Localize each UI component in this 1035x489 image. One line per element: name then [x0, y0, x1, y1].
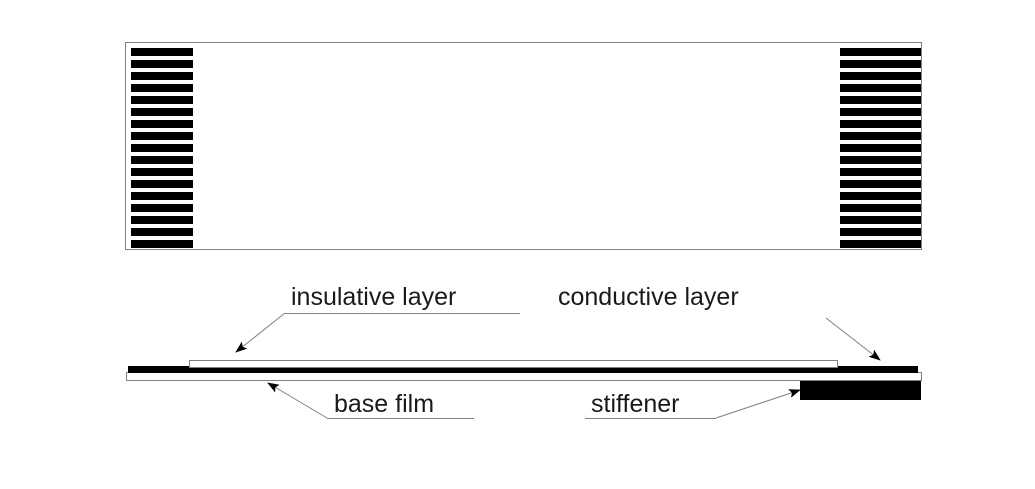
contact-finger: [131, 144, 193, 152]
contact-finger: [840, 96, 921, 104]
label-base-film: base film: [334, 390, 434, 418]
contact-finger: [131, 84, 193, 92]
stiffener-block: [800, 381, 921, 400]
contact-finger: [840, 108, 921, 116]
contact-finger: [840, 60, 921, 68]
contact-finger: [840, 120, 921, 128]
leader-line-base-film: [267, 382, 328, 419]
contact-finger: [131, 120, 193, 128]
label-leader-lines: [235, 312, 881, 419]
label-conductive-layer: conductive layer: [558, 283, 739, 311]
contact-finger: [131, 156, 193, 164]
contact-finger: [131, 228, 193, 236]
contact-finger: [131, 204, 193, 212]
contact-finger: [840, 228, 921, 236]
contact-finger: [131, 60, 193, 68]
contact-finger: [840, 192, 921, 200]
contact-finger: [131, 132, 193, 140]
contact-finger: [131, 96, 193, 104]
contact-finger: [840, 132, 921, 140]
leader-line-stiffener: [715, 389, 801, 419]
plan-view-outline: [125, 42, 922, 250]
leader-line-insulative-layer: [235, 312, 286, 353]
contact-finger: [131, 240, 193, 248]
contact-finger: [840, 240, 921, 248]
left-contact-fingers: [131, 48, 193, 248]
contact-finger: [131, 192, 193, 200]
contact-finger: [131, 108, 193, 116]
label-insulative-layer: insulative layer: [291, 283, 456, 311]
contact-finger: [131, 216, 193, 224]
plan-view: [125, 42, 922, 250]
contact-finger: [840, 180, 921, 188]
label-stiffener: stiffener: [591, 390, 679, 418]
leader-line-conductive-layer: [825, 317, 881, 361]
cross-section-view: [126, 360, 922, 400]
contact-finger: [131, 48, 193, 56]
base-film-layer: [126, 372, 922, 381]
contact-finger: [840, 168, 921, 176]
contact-finger: [840, 84, 921, 92]
contact-finger: [131, 72, 193, 80]
contact-finger: [840, 72, 921, 80]
contact-finger: [840, 156, 921, 164]
contact-finger: [840, 48, 921, 56]
contact-finger: [840, 144, 921, 152]
contact-finger: [840, 216, 921, 224]
contact-finger: [840, 204, 921, 212]
right-contact-fingers: [840, 48, 921, 248]
contact-finger: [131, 168, 193, 176]
insulative-layer: [189, 360, 838, 368]
conductive-layer: [128, 366, 918, 373]
contact-finger: [131, 180, 193, 188]
